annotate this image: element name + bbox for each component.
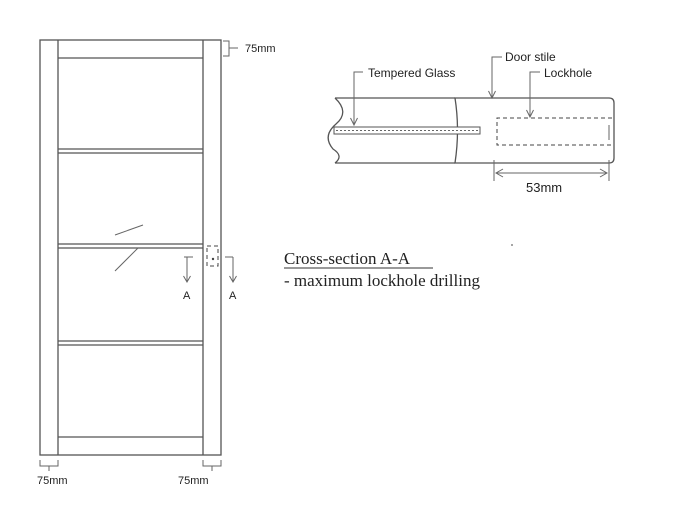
door-elevation — [39, 39, 222, 456]
lockhole-dimension: 53mm — [493, 160, 610, 195]
section-marker-left: A — [183, 256, 193, 302]
section-edges — [335, 97, 455, 164]
bottom-right-dimension: 75mm — [178, 460, 222, 487]
glass-leader: Tempered Glass — [350, 66, 455, 127]
stray-mark — [511, 244, 513, 246]
tempered-glass-label: Tempered Glass — [368, 66, 455, 80]
top-dimension-label: 75mm — [245, 43, 276, 55]
lockhole-leader: Lockhole — [526, 66, 592, 119]
glass-reflection-mark — [114, 247, 139, 272]
lockhole-outline — [206, 245, 219, 267]
bottom-left-dimension: 75mm — [37, 460, 68, 487]
cross-section — [327, 97, 615, 164]
top-dimension: 75mm — [223, 40, 276, 57]
caption: Cross-section A-A - maximum lockhole dri… — [284, 249, 480, 290]
section-marker-left-label: A — [183, 290, 191, 302]
section-marker-right: A — [225, 256, 237, 302]
lockhole-section — [496, 117, 612, 146]
bottom-right-dimension-label: 75mm — [178, 475, 209, 487]
break-line — [327, 97, 344, 164]
section-marker-right-label: A — [229, 290, 237, 302]
lockhole-label: Lockhole — [544, 66, 592, 80]
caption-subtitle: - maximum lockhole drilling — [284, 271, 480, 290]
door-outline — [39, 39, 222, 456]
lockhole-dot — [211, 257, 215, 261]
tempered-glass — [333, 126, 481, 135]
lockhole-dimension-label: 53mm — [526, 180, 562, 195]
caption-title: Cross-section A-A — [284, 249, 411, 268]
stile-leader: Door stile — [488, 50, 556, 100]
glass-reflection-mark — [114, 224, 144, 236]
door-stile-label: Door stile — [505, 50, 556, 64]
bottom-left-dimension-label: 75mm — [37, 475, 68, 487]
